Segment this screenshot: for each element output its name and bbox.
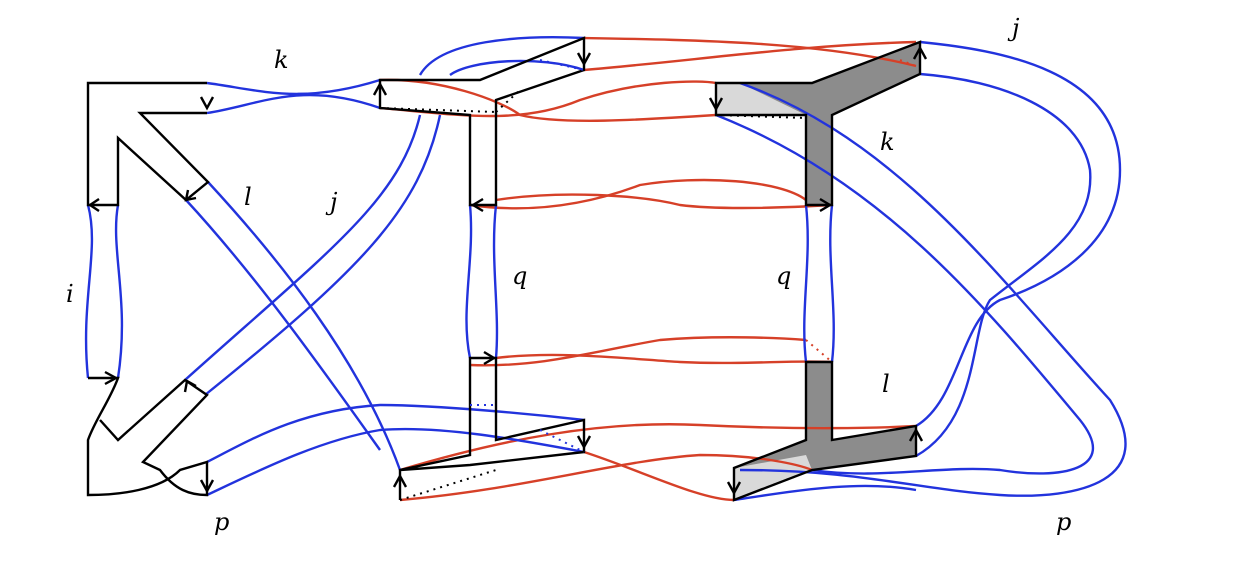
label-k-right: k bbox=[880, 128, 895, 156]
arrow-up-icon bbox=[372, 81, 388, 96]
arrow-up-icon bbox=[912, 45, 928, 60]
blue-band-jp-right-1 bbox=[915, 40, 1122, 428]
blue-band-top-loop-1 bbox=[418, 36, 585, 76]
arrow-left-icon bbox=[87, 198, 100, 212]
red-strand-top-2 bbox=[583, 40, 917, 72]
red-strand-top-4 bbox=[379, 78, 717, 122]
dotted-red-2 bbox=[805, 339, 833, 363]
blue-bands bbox=[84, 36, 1127, 502]
arrow-down-icon bbox=[726, 481, 742, 496]
blue-band-k-right-2 bbox=[715, 113, 1095, 475]
arrow-up-icon bbox=[392, 473, 408, 488]
middle-top-frame bbox=[378, 36, 586, 207]
blue-band-p-2 bbox=[206, 427, 585, 497]
arrow-down-icon bbox=[199, 479, 215, 494]
blue-band-q-1 bbox=[465, 204, 473, 359]
left-vertex-frame bbox=[86, 81, 210, 207]
arrow-diag-icon bbox=[184, 189, 197, 202]
red-strand-mid-2 bbox=[495, 193, 833, 210]
upper-right-dark-face bbox=[716, 42, 920, 205]
dotted-red-1 bbox=[899, 59, 917, 67]
label-i-left: i bbox=[66, 280, 74, 308]
label-q-right: q bbox=[776, 262, 791, 290]
label-j-left: j bbox=[325, 188, 338, 216]
arrow-right-icon bbox=[483, 350, 497, 366]
label-p-left: p bbox=[214, 508, 229, 536]
dotted-black-5 bbox=[399, 469, 497, 501]
blue-band-p-1 bbox=[206, 403, 585, 464]
right-top-frame bbox=[714, 40, 922, 207]
blue-band-k-1 bbox=[206, 78, 381, 96]
arrow-up-diag-icon bbox=[183, 379, 197, 393]
arrow-right-icon bbox=[104, 370, 119, 386]
arrow-down-icon bbox=[199, 96, 215, 111]
left-bottom-frame bbox=[86, 376, 209, 497]
label-j-right: j bbox=[1007, 14, 1020, 42]
middle-bottom-frame bbox=[398, 356, 586, 500]
arrow-right-icon bbox=[819, 197, 833, 213]
blue-band-q-right-2 bbox=[829, 204, 835, 363]
dotted-blue-1 bbox=[539, 59, 585, 71]
blue-band-k-2 bbox=[206, 93, 381, 115]
right-bottom-frame bbox=[732, 360, 918, 502]
arrow-left-icon bbox=[470, 197, 484, 213]
label-k-left: k bbox=[274, 46, 289, 74]
dotted-black-3 bbox=[715, 114, 807, 205]
label-q-mid: q bbox=[512, 262, 527, 290]
blue-band-i-1 bbox=[84, 204, 94, 379]
arrow-up-icon bbox=[908, 427, 924, 442]
red-strand-mid-1 bbox=[469, 178, 807, 210]
blue-band-top-loop-2 bbox=[449, 59, 585, 76]
blue-band-l-1 bbox=[185, 199, 381, 451]
blue-band-l-2 bbox=[207, 181, 402, 471]
red-strand-bottom-3 bbox=[583, 450, 735, 502]
arrow-down-icon bbox=[708, 97, 724, 112]
black-frames bbox=[86, 36, 922, 502]
red-strand-bottom-1 bbox=[399, 423, 917, 472]
red-strand-low-2 bbox=[495, 353, 833, 365]
blue-band-j-2 bbox=[204, 114, 442, 396]
blue-band-j-1 bbox=[184, 114, 422, 381]
blue-band-k-right-1 bbox=[739, 81, 1127, 497]
blue-band-i-2 bbox=[114, 204, 124, 379]
dotted-edges bbox=[379, 59, 917, 501]
red-strand-low-1 bbox=[469, 336, 807, 367]
arrowheads bbox=[87, 45, 928, 496]
arrow-down-icon bbox=[576, 52, 592, 67]
red-strand-bottom-2 bbox=[399, 453, 813, 502]
label-p-right: p bbox=[1056, 508, 1071, 536]
blue-band-bottom-right bbox=[733, 484, 917, 502]
label-l-left: l bbox=[244, 183, 252, 211]
upper-right-light-face bbox=[716, 83, 806, 205]
blue-band-q-2 bbox=[492, 204, 499, 359]
dotted-blue-3 bbox=[539, 429, 585, 453]
shaded-faces bbox=[716, 42, 920, 500]
labels: k l j i p q j k q l p bbox=[66, 14, 1071, 536]
blue-band-jp-right-2 bbox=[915, 72, 1092, 458]
label-l-right: l bbox=[882, 370, 890, 398]
lower-right-light-face bbox=[734, 455, 812, 500]
blue-band-q-right-1 bbox=[803, 204, 809, 363]
arrow-down-icon bbox=[576, 435, 592, 450]
